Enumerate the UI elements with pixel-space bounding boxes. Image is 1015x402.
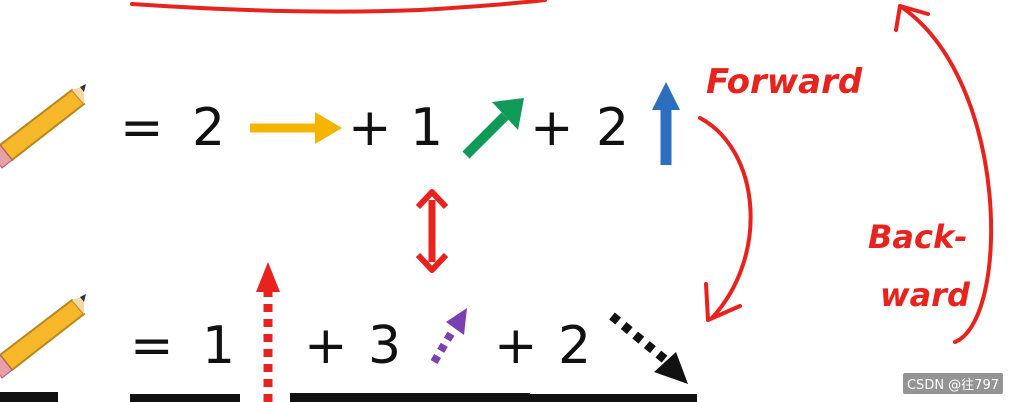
purple-dotted-arrow — [430, 308, 467, 365]
blue-arrow-up — [652, 82, 680, 165]
row2-term-1: 1 — [202, 316, 236, 376]
pencil-icon — [0, 294, 86, 379]
backward-label-line2: ward — [880, 276, 970, 314]
bottom-cutoff-strokes — [0, 392, 697, 402]
forward-curve-arrow — [698, 116, 753, 322]
row1-term-1: 2 — [192, 98, 226, 158]
backward-curve-arrow — [894, 4, 994, 344]
top-red-stroke — [130, 0, 547, 14]
row1-term-3: 2 — [596, 98, 630, 158]
row2-term-3: 2 — [558, 316, 592, 376]
row1-plus-2: + — [530, 98, 574, 158]
row2-equals: = — [130, 316, 174, 376]
red-dotted-arrow-up — [256, 262, 280, 402]
pencil-icon — [0, 84, 86, 169]
csdn-watermark: CSDN @往797 — [902, 373, 1003, 394]
row2-plus-2: + — [494, 316, 538, 376]
row1-term-2: 1 — [410, 98, 444, 158]
row2-plus-1: + — [304, 316, 348, 376]
row1-equals: = — [120, 98, 164, 158]
yellow-arrow-right — [250, 112, 342, 144]
forward-label: Forward — [706, 62, 863, 102]
black-dotted-arrow — [609, 312, 688, 384]
backward-label-line1: Back- — [868, 218, 968, 256]
red-double-arrow — [415, 189, 449, 273]
row2-term-2: 3 — [368, 316, 402, 376]
green-arrow-up-right — [462, 98, 524, 159]
row1-plus-1: + — [348, 98, 392, 158]
